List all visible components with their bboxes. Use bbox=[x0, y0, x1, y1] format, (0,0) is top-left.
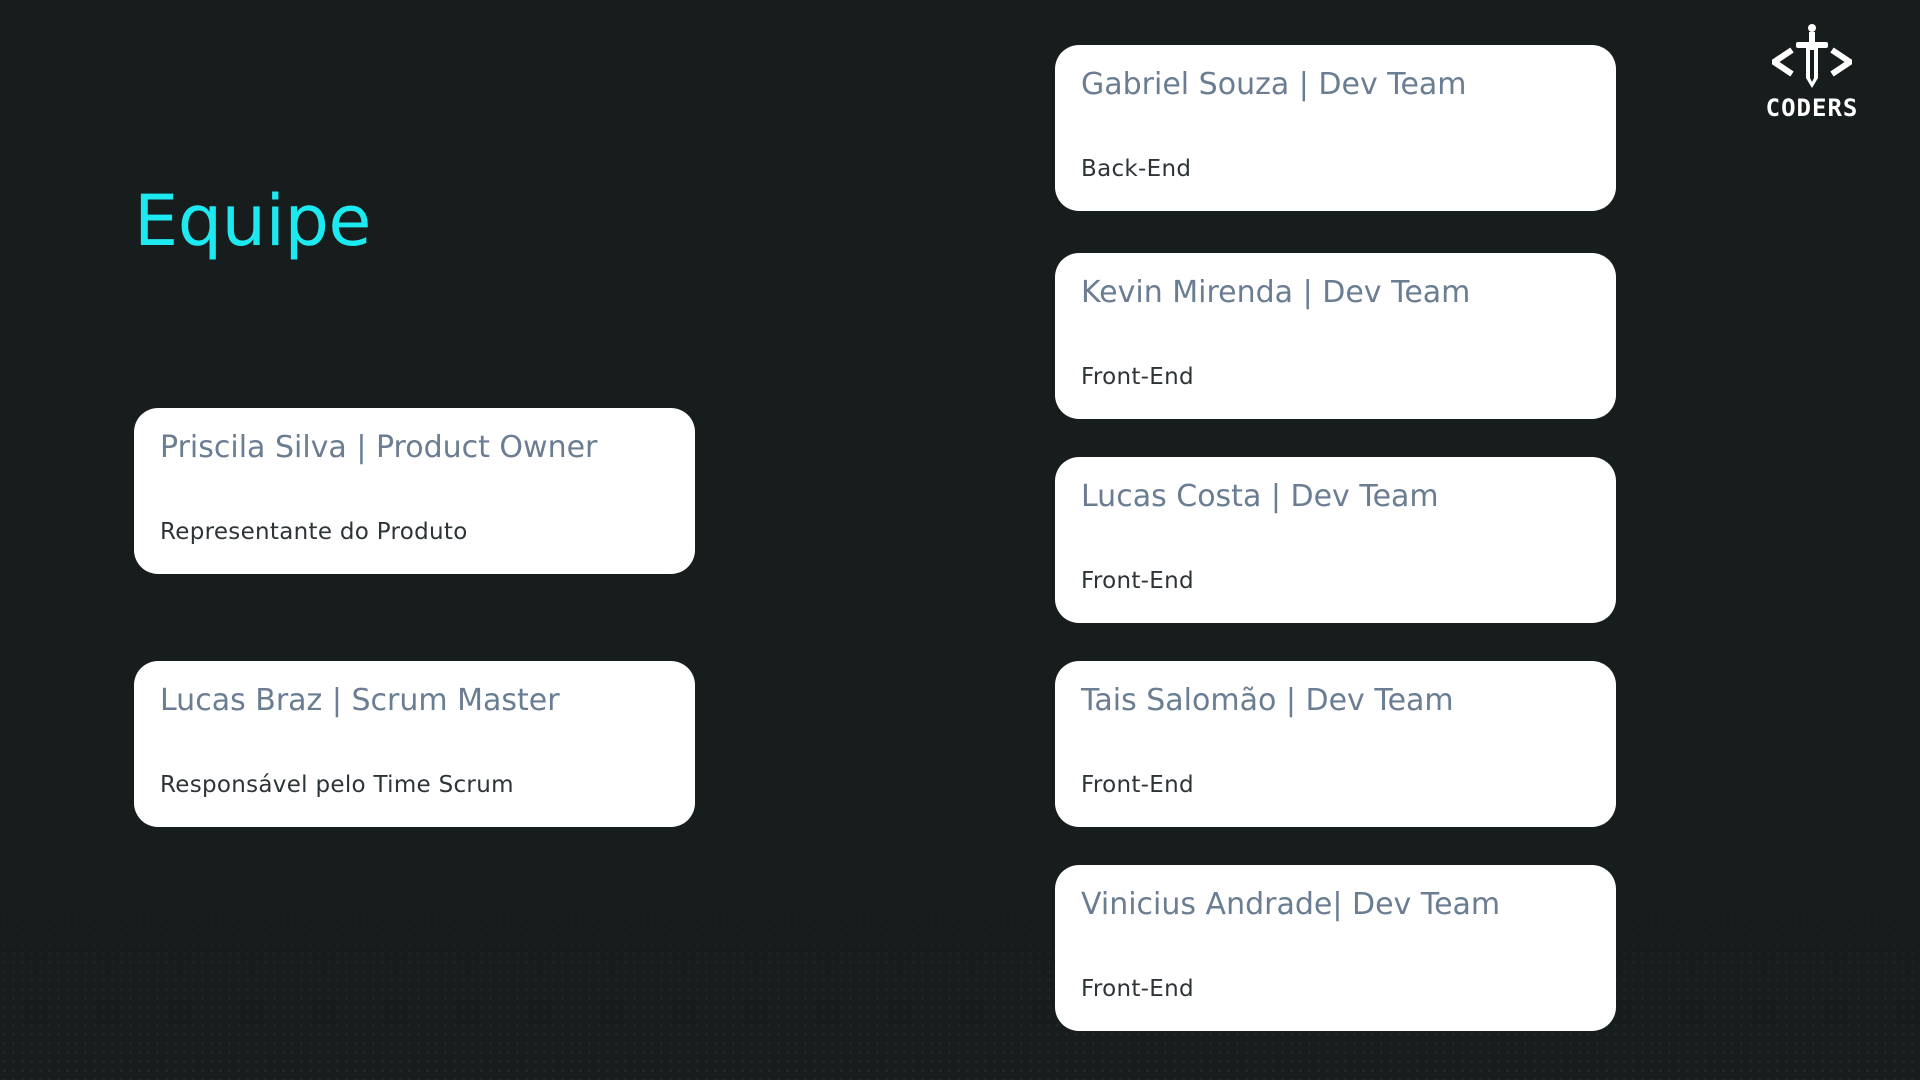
dotted-background-pattern bbox=[0, 850, 1920, 1080]
brand-text: CODERS bbox=[1765, 94, 1859, 122]
member-name: Lucas Costa | Dev Team bbox=[1081, 479, 1439, 514]
team-card-gabriel: Gabriel Souza | Dev Team Back-End bbox=[1055, 45, 1616, 211]
member-name: Lucas Braz | Scrum Master bbox=[160, 683, 560, 718]
team-card-lucas-costa: Lucas Costa | Dev Team Front-End bbox=[1055, 457, 1616, 623]
member-name: Gabriel Souza | Dev Team bbox=[1081, 67, 1467, 102]
team-card-priscila: Priscila Silva | Product Owner Represent… bbox=[134, 408, 695, 574]
member-role: Front-End bbox=[1081, 772, 1194, 798]
page-title: Equipe bbox=[134, 180, 371, 262]
coders-logo: CODERS bbox=[1756, 22, 1868, 122]
member-name: Vinicius Andrade| Dev Team bbox=[1081, 887, 1501, 922]
member-role: Front-End bbox=[1081, 976, 1194, 1002]
team-card-kevin: Kevin Mirenda | Dev Team Front-End bbox=[1055, 253, 1616, 419]
member-name: Priscila Silva | Product Owner bbox=[160, 430, 598, 465]
team-card-lucas-braz: Lucas Braz | Scrum Master Responsável pe… bbox=[134, 661, 695, 827]
team-card-tais: Tais Salomão | Dev Team Front-End bbox=[1055, 661, 1616, 827]
member-role: Front-End bbox=[1081, 364, 1194, 390]
member-role: Representante do Produto bbox=[160, 519, 468, 545]
member-role: Responsável pelo Time Scrum bbox=[160, 772, 514, 798]
sword-code-icon bbox=[1772, 24, 1852, 88]
member-name: Kevin Mirenda | Dev Team bbox=[1081, 275, 1471, 310]
member-name: Tais Salomão | Dev Team bbox=[1081, 683, 1454, 718]
member-role: Front-End bbox=[1081, 568, 1194, 594]
team-card-vinicius: Vinicius Andrade| Dev Team Front-End bbox=[1055, 865, 1616, 1031]
member-role: Back-End bbox=[1081, 156, 1192, 182]
